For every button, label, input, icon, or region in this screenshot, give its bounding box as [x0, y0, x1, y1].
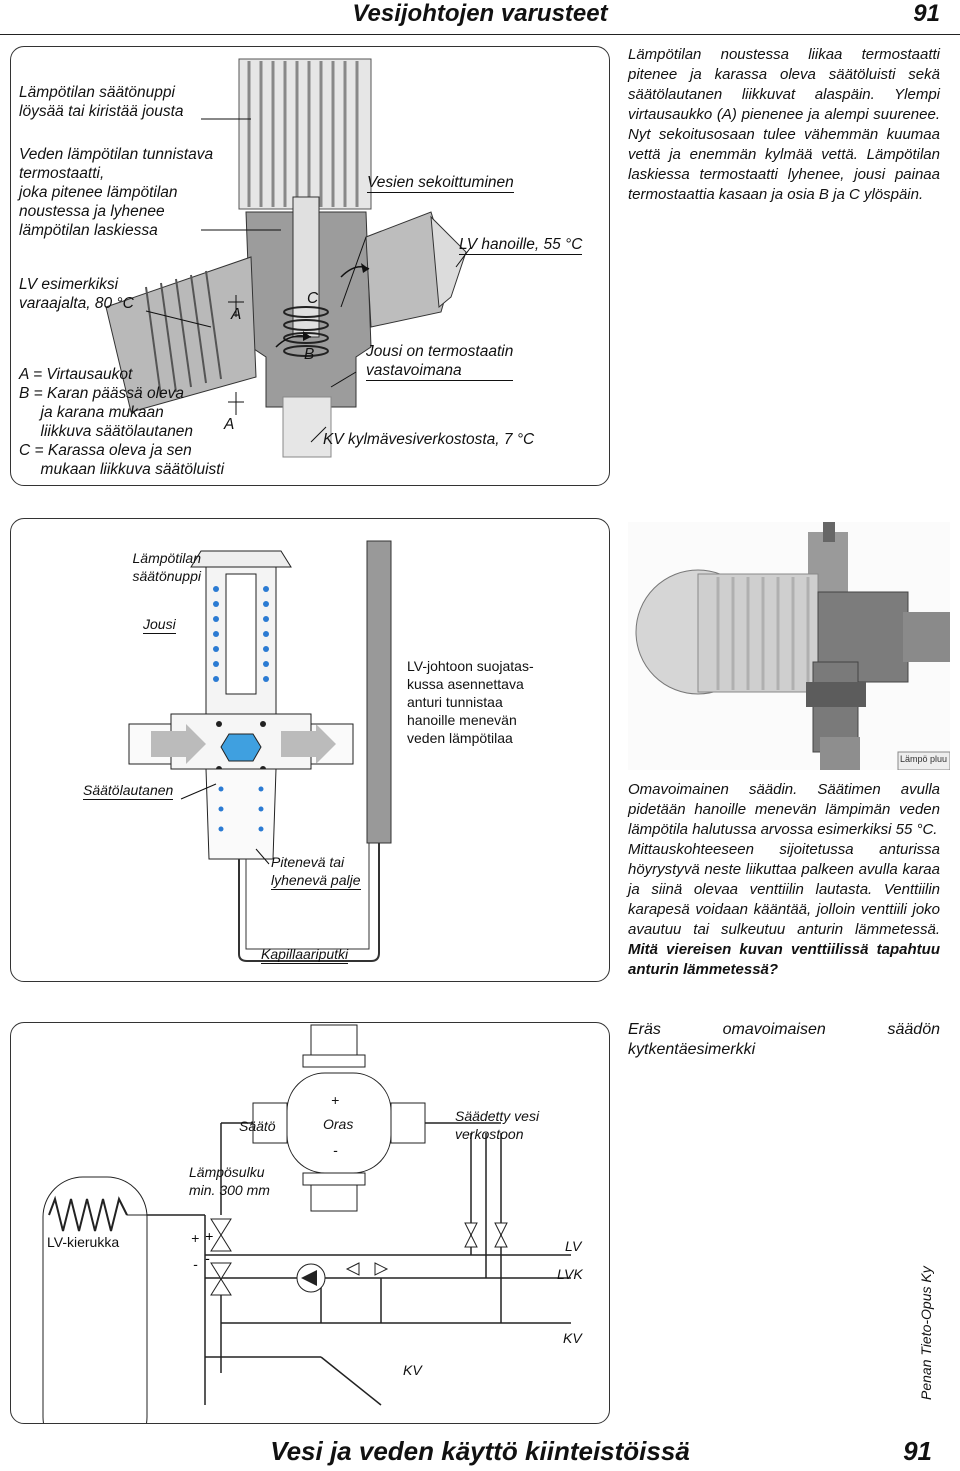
paragraph-thermostat-operation: Lämpötilan noustessa liikaa termostaatti…	[628, 46, 940, 203]
label-valve-disc: Säätölautanen	[83, 782, 174, 800]
label-a-lower: A	[224, 416, 235, 433]
label-minus-2: -	[193, 1256, 198, 1272]
schematic-plus-label: +	[205, 1228, 213, 1244]
schematic-minus-label: -	[205, 1250, 210, 1266]
figure-connection-caption: Eräs omavoimaisen säädön kytkentäesimerk…	[628, 1021, 940, 1058]
label-lv: LV	[565, 1238, 582, 1254]
publisher-vertical: Penan Tieto-Opus Ky	[918, 1150, 960, 1420]
figure-legend: A = Virtausaukot B = Karan päässä oleva …	[19, 366, 225, 478]
label-regulated-water: Säädetty vesi verkostoon	[455, 1108, 540, 1142]
label-cold-in: KV kylmävesiverkostosta, 7 °C	[323, 431, 535, 448]
figure-valve-cutaway: Lämpötilan säätönuppi löysää tai kiristä…	[10, 46, 610, 486]
regulator-section-drawing	[128, 540, 392, 962]
running-header-title: Vesijohtojen varusteet	[352, 0, 608, 27]
header-rule	[0, 34, 960, 35]
regulator-question: Mitä viereisen kuvan venttiilissä tapaht…	[628, 941, 940, 978]
valve-cutaway-drawing	[105, 58, 472, 458]
regulator-intro: Omavoimainen säädin. Säätimen avulla pid…	[628, 781, 940, 838]
figure-connection-example: + - Säätö Oras + - Säädetty vesi verkost…	[10, 1022, 610, 1424]
footer-title: Vesi ja veden käyttö kiinteistöissä	[270, 1436, 690, 1466]
label-hot-out: LV hanoille, 55 °C	[459, 236, 583, 255]
label-heat-lock: Lämpösulku min. 300 mm	[189, 1164, 270, 1198]
paragraph-self-acting-regulator: Omavoimainen säädin. Säätimen avulla pid…	[628, 780, 940, 980]
label-knob: Lämpötilan säätönuppi löysää tai kiristä…	[19, 84, 184, 120]
label-capillary: Kapillaariputki	[261, 946, 349, 964]
label-bellows: Pitenevä tai lyhenevä palje	[271, 854, 361, 890]
label-regulator-knob: Lämpötilan säätönuppi	[132, 550, 201, 584]
label-mixing: Vesien sekoittuminen	[367, 174, 514, 193]
label-spring-counterforce: Jousi on termostaatin vastavoimana	[366, 343, 514, 381]
regulator-explanation: Mittauskohteeseen sijoitetussa anturissa…	[628, 841, 940, 938]
connection-schematic: + -	[42, 1024, 571, 1423]
running-header-page: 91	[913, 0, 940, 27]
label-thermostat: Veden lämpötilan tunnistava termostaatti…	[19, 146, 214, 239]
publisher-name: Penan Tieto-Opus Ky	[918, 1266, 934, 1400]
regulator-photo: Lämpö pluu	[628, 522, 950, 770]
label-b: B	[304, 346, 315, 363]
photo-tag-label: Lämpö pluu	[900, 754, 948, 764]
label-lvk: LVK	[557, 1266, 583, 1282]
label-a-upper: A	[231, 306, 242, 323]
label-regulator-spring: Jousi	[143, 616, 176, 634]
figure-self-acting-regulator: Lämpötilan säätönuppi Jousi LV-johtoon s…	[10, 518, 610, 982]
label-oras: Oras	[323, 1116, 354, 1132]
label-plus: +	[331, 1092, 340, 1108]
label-sensor: LV-johtoon suojatas- kussa asennettava a…	[407, 658, 534, 746]
label-hot-in: LV esimerkiksi varaajalta, 80 °C	[19, 276, 134, 312]
label-plus-2: +	[191, 1230, 200, 1246]
label-kv: KV	[563, 1330, 582, 1346]
label-minus: -	[333, 1142, 338, 1158]
label-hw-coil: LV-kierukka	[47, 1234, 120, 1250]
label-kv-bottom: KV	[403, 1362, 422, 1378]
footer-page-number: 91	[903, 1436, 932, 1466]
label-saato: Säätö	[239, 1118, 276, 1134]
regulator-photo-image	[628, 522, 950, 770]
label-c: C	[307, 290, 319, 307]
